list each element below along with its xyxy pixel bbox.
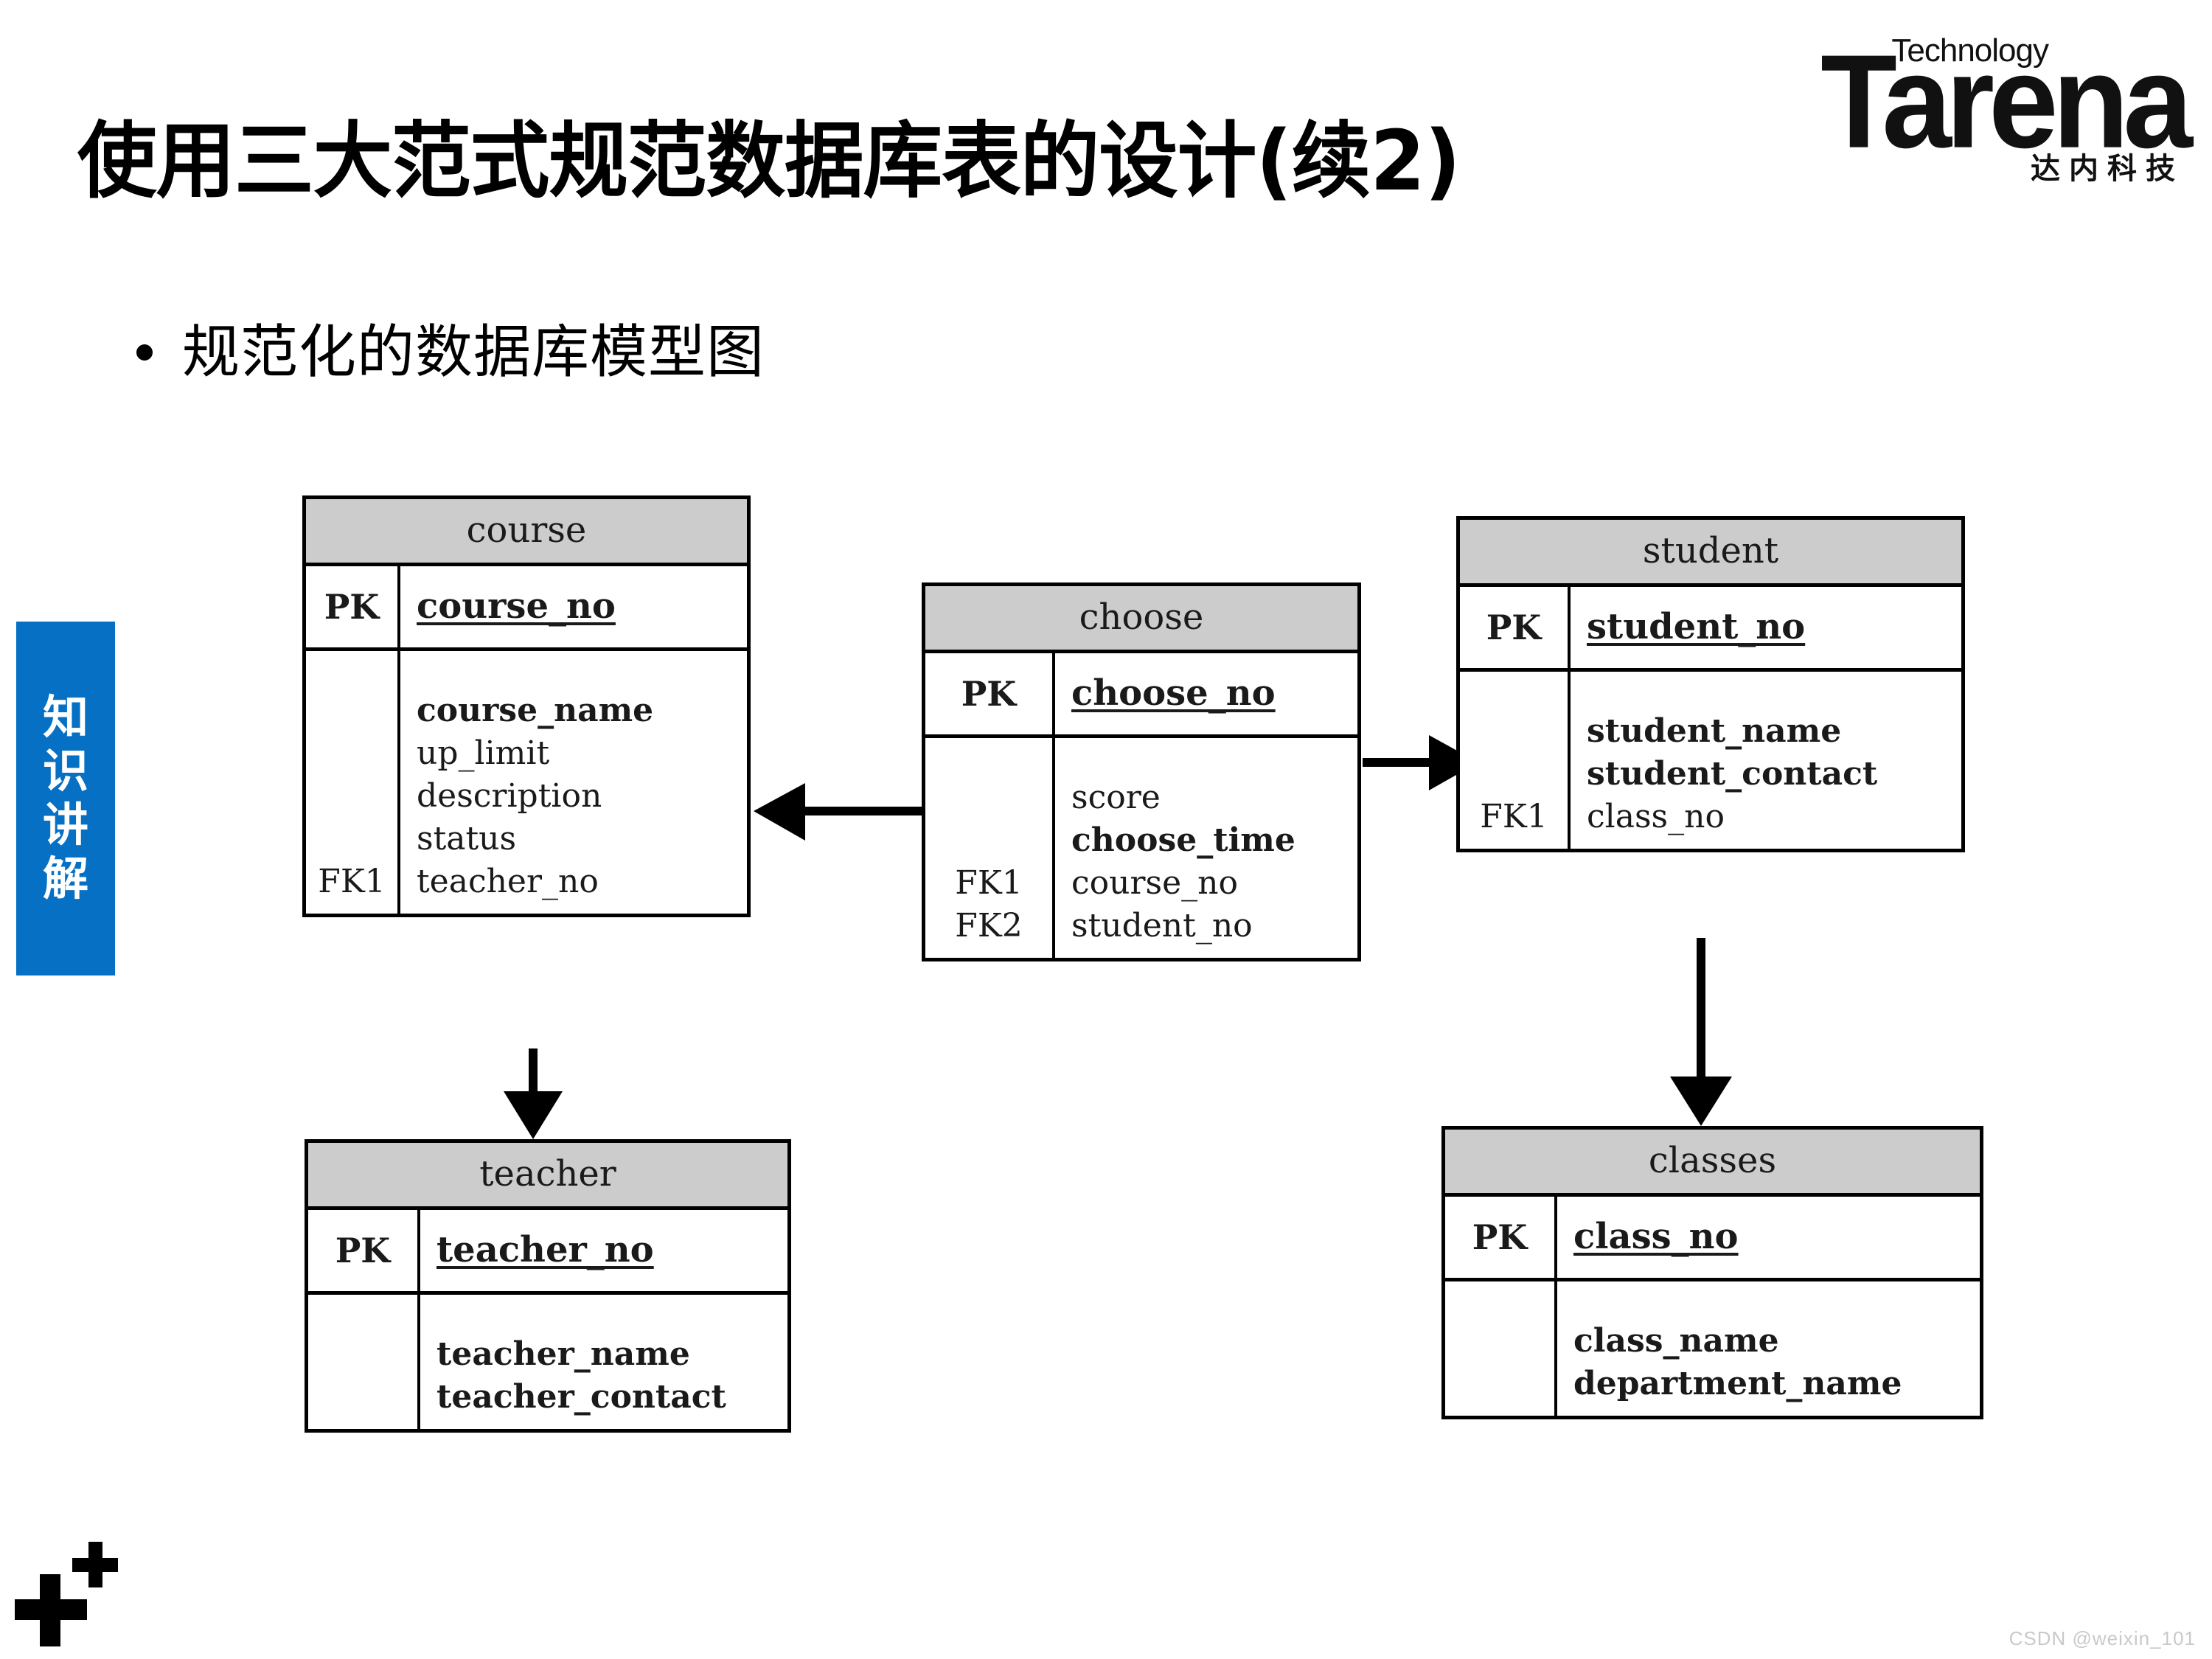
er-table-title: student: [1460, 520, 1961, 587]
tarena-logo: Technology Tarena 达内科技: [1809, 7, 2193, 186]
side-tab-char-1: 知: [42, 690, 88, 745]
pk-field: choose_no: [1071, 672, 1276, 714]
bullet-dot-icon: [136, 344, 153, 361]
logo-tagline: Technology: [1891, 32, 2049, 69]
pk-label: PK: [324, 586, 380, 627]
pk-label: PK: [335, 1230, 391, 1270]
er-table-title: choose: [925, 586, 1357, 653]
attr-field: course_no: [1071, 864, 1238, 902]
attr-field: choose_time: [1071, 821, 1295, 860]
attr-field: up_limit: [417, 734, 550, 773]
pk-label: PK: [961, 673, 1017, 714]
attr-key: .: [306, 818, 397, 860]
attr-field: student_no: [1071, 907, 1253, 945]
er-pk-row: PK teacher_no: [308, 1210, 787, 1295]
pk-field: course_no: [417, 585, 616, 627]
attr-key: .: [308, 1376, 417, 1419]
attr-key: .: [306, 651, 397, 732]
pk-label: PK: [1472, 1217, 1528, 1257]
er-pk-row: PK class_no: [1445, 1197, 1980, 1281]
attr-field: status: [417, 820, 517, 858]
er-table-course: course PK course_no . . . . FK1 course_n…: [302, 495, 751, 918]
page-title: 使用三大范式规范数据库表的设计(续2): [77, 114, 1461, 209]
attr-field: course_name: [417, 692, 654, 729]
pk-field: class_no: [1573, 1216, 1739, 1258]
attr-field: description: [417, 777, 602, 815]
er-attributes-section: . . FK1 FK2 score choose_time course_no …: [925, 738, 1357, 959]
side-tab-char-4: 解: [42, 851, 88, 905]
attr-field: teacher_contact: [437, 1378, 726, 1416]
side-tab-char-3: 讲: [42, 798, 88, 852]
attr-field: class_name: [1573, 1322, 1779, 1360]
attr-key: .: [925, 738, 1052, 819]
er-table-teacher: teacher PK teacher_no . . teacher_name t…: [305, 1139, 791, 1433]
attr-field: class_no: [1587, 798, 1725, 836]
er-table-title: teacher: [308, 1143, 787, 1210]
logo-chinese-name: 达内科技: [2031, 152, 2184, 186]
er-table-choose: choose PK choose_no . . FK1 FK2 score ch…: [922, 582, 1361, 962]
er-pk-row: PK choose_no: [925, 653, 1357, 738]
er-attributes-section: . . teacher_name teacher_contact: [308, 1295, 787, 1430]
attr-field: teacher_name: [437, 1335, 690, 1373]
er-table-title: course: [306, 499, 747, 566]
plus-decoration-large: [15, 1574, 87, 1646]
bullet-label: 规范化的数据库模型图: [182, 319, 765, 386]
er-pk-row: PK student_no: [1460, 587, 1961, 672]
pk-field: student_no: [1587, 606, 1806, 648]
side-tab-char-2: 识: [42, 744, 88, 799]
section-tab-knowledge: 知 识 讲 解: [16, 622, 115, 975]
attr-field: score: [1071, 779, 1161, 816]
er-table-student: student PK student_no . . FK1 student_na…: [1456, 516, 1965, 853]
er-pk-row: PK course_no: [306, 566, 747, 651]
pk-field: teacher_no: [437, 1229, 654, 1271]
connector-choose-to-student: [1363, 735, 1478, 790]
attr-key: .: [308, 1295, 417, 1376]
attr-key: .: [925, 819, 1052, 862]
er-attributes-section: . . FK1 student_name student_contact cla…: [1460, 672, 1961, 849]
attr-key: FK1: [955, 864, 1023, 902]
connector-choose-to-course: [754, 783, 935, 841]
bullet-item: 规范化的数据库模型图: [136, 306, 765, 389]
er-table-title: classes: [1445, 1130, 1980, 1197]
attr-key: .: [306, 732, 397, 775]
attr-key: FK1: [1480, 798, 1548, 836]
attr-key: FK2: [955, 907, 1023, 945]
attr-key: .: [1445, 1363, 1554, 1405]
attr-key: FK1: [318, 863, 386, 901]
attr-key: .: [1460, 672, 1568, 753]
attr-key: .: [1460, 753, 1568, 796]
plus-decoration-small: [72, 1542, 118, 1587]
attr-field: student_contact: [1587, 755, 1878, 793]
er-attributes-section: . . . . FK1 course_name up_limit descrip…: [306, 651, 747, 914]
attr-field: teacher_no: [417, 863, 599, 901]
attr-key: .: [1445, 1281, 1554, 1363]
logo-brand: Tarena: [1820, 27, 2193, 176]
attr-key: .: [306, 775, 397, 818]
er-attributes-section: . . class_name department_name: [1445, 1281, 1980, 1416]
csdn-watermark: CSDN @weixin_101: [2008, 1627, 2196, 1649]
pk-label: PK: [1486, 607, 1542, 647]
connector-student-to-classes: [1670, 938, 1732, 1126]
attr-field: student_name: [1587, 712, 1842, 750]
attr-field: department_name: [1573, 1365, 1902, 1403]
connector-course-to-teacher: [504, 1048, 563, 1139]
er-table-classes: classes PK class_no . . class_name depar…: [1441, 1126, 1983, 1420]
